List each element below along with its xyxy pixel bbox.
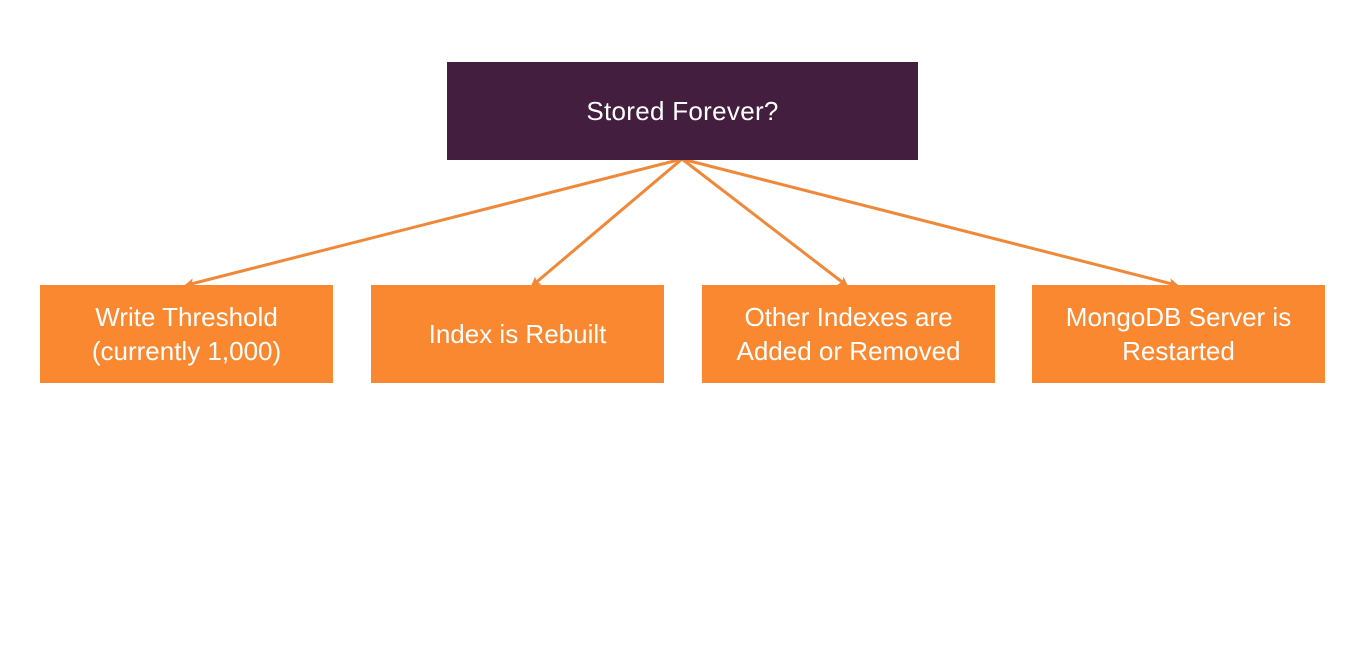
node-other-indexes: Other Indexes are Added or Removed (702, 285, 995, 383)
root-node-label: Stored Forever? (586, 95, 779, 126)
arrow-to-server-restarted (681, 157, 1179, 289)
node-write-threshold: Write Threshold (currently 1,000) (40, 285, 333, 383)
node-write-threshold-label: Write Threshold (currently 1,000) (91, 302, 282, 366)
node-server-restarted: MongoDB Server is Restarted (1032, 285, 1325, 383)
node-index-rebuilt: Index is Rebuilt (371, 285, 664, 383)
node-index-rebuilt-label: Index is Rebuilt (428, 319, 607, 349)
node-server-restarted-label: MongoDB Server is Restarted (1065, 302, 1292, 366)
arrow-to-other-indexes (681, 157, 849, 287)
node-other-indexes-label: Other Indexes are Added or Removed (736, 302, 961, 366)
root-node-stored-forever: Stored Forever? (447, 62, 918, 160)
arrow-to-write-threshold (184, 157, 683, 289)
arrow-to-index-rebuilt (530, 157, 683, 287)
